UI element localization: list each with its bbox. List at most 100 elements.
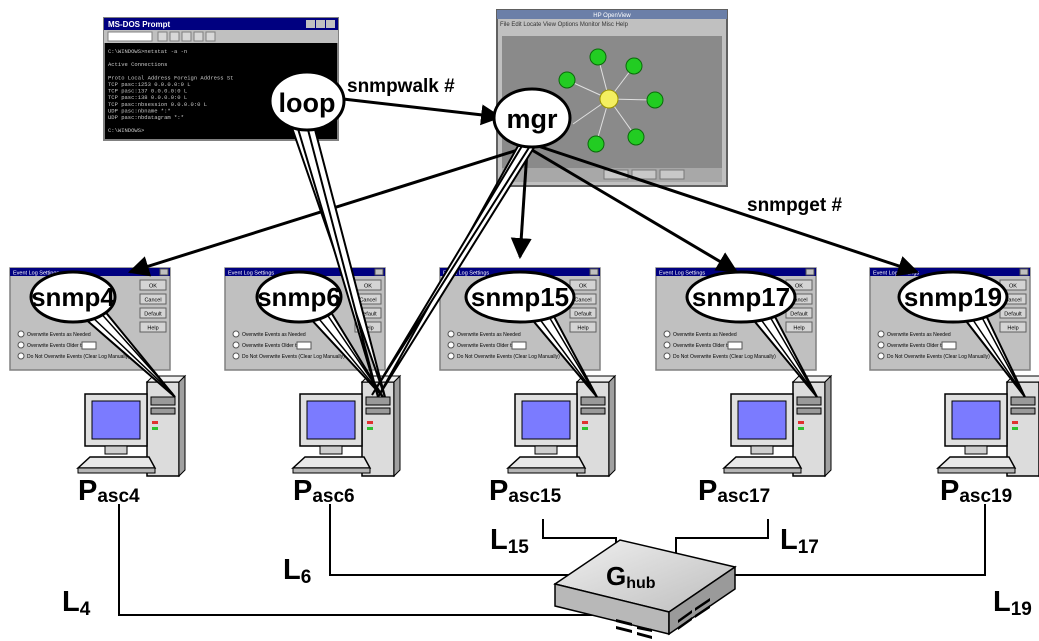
- drive-bay: [365, 396, 391, 406]
- host-label-main: P: [698, 475, 717, 507]
- drive-bay: [1010, 396, 1036, 406]
- mgr-button[interactable]: [659, 169, 685, 180]
- radio-option-label: Overwrite Events as Needed: [27, 332, 91, 338]
- radio-option[interactable]: [232, 341, 240, 349]
- dialog-close-button[interactable]: [159, 268, 169, 276]
- computer: [76, 374, 187, 478]
- days-input[interactable]: [941, 341, 957, 350]
- maximize-button[interactable]: [316, 20, 325, 28]
- link-label-main: L: [490, 524, 508, 556]
- dialog-button-label: Cancel: [359, 298, 376, 304]
- drive-bay: [796, 407, 822, 415]
- dialog-button[interactable]: [569, 279, 597, 291]
- link-label-sub: 15: [508, 537, 530, 558]
- keyboard-front: [723, 467, 802, 474]
- radio-option[interactable]: [663, 341, 671, 349]
- monitor-stand: [319, 445, 343, 455]
- tower-side: [178, 374, 186, 478]
- dialog-close-button[interactable]: [1019, 268, 1029, 276]
- dialog-button[interactable]: [999, 321, 1027, 333]
- radio-option[interactable]: [17, 352, 25, 360]
- radio-option[interactable]: [447, 352, 455, 360]
- radio-option[interactable]: [447, 330, 455, 338]
- mgr-map-center-node[interactable]: [599, 89, 619, 109]
- monitor-screen: [737, 400, 787, 440]
- dialog-button[interactable]: [569, 321, 597, 333]
- dialog-button[interactable]: [785, 321, 813, 333]
- keyboard-front: [937, 467, 1016, 474]
- host-label-main: P: [940, 475, 959, 507]
- link-label: L17: [780, 524, 819, 558]
- link-label: L19: [993, 586, 1032, 620]
- radio-option-label: Overwrite Events as Needed: [673, 332, 737, 338]
- minimize-button[interactable]: [306, 20, 315, 28]
- font-size-select[interactable]: [107, 31, 153, 42]
- dialog-button[interactable]: [139, 307, 167, 319]
- days-input[interactable]: [727, 341, 743, 350]
- dialog-close-button[interactable]: [374, 268, 384, 276]
- radio-option[interactable]: [877, 330, 885, 338]
- radio-option[interactable]: [447, 341, 455, 349]
- close-button[interactable]: [326, 20, 335, 28]
- radio-option[interactable]: [877, 352, 885, 360]
- dialog-button[interactable]: [139, 321, 167, 333]
- agent-label: snmp19: [904, 282, 1002, 312]
- radio-option[interactable]: [17, 330, 25, 338]
- led-red: [798, 421, 804, 424]
- arrow-loop-mgr: [342, 97, 503, 126]
- radio-option[interactable]: [232, 330, 240, 338]
- radio-option[interactable]: [17, 341, 25, 349]
- days-input[interactable]: [81, 341, 97, 350]
- toolbar-button[interactable]: [181, 31, 192, 42]
- dialog-button-label: OK: [579, 284, 587, 290]
- dialog-button[interactable]: [569, 307, 597, 319]
- keyboard: [936, 456, 1017, 469]
- mgr-map-nodes[interactable]: [558, 48, 664, 153]
- drive-bay: [580, 407, 606, 415]
- dialog-button-label: Default: [1004, 312, 1022, 318]
- mgr-menu[interactable]: File Edit Locate View Options Monitor Mi…: [500, 22, 629, 28]
- arrow-mgr-snmp15: [510, 150, 532, 260]
- toolbar-button[interactable]: [157, 31, 168, 42]
- dos-line: TCP pasc:137 0.0.0.0:0 L: [108, 88, 187, 95]
- dialog-button-label: Cancel: [790, 298, 807, 304]
- led-green: [1012, 427, 1018, 430]
- host-label-main: P: [293, 475, 312, 507]
- dialog-button[interactable]: [139, 293, 167, 305]
- radio-option[interactable]: [232, 352, 240, 360]
- radio-option-label: Do Not Overwrite Events (Clear Log Manua…: [673, 354, 776, 360]
- radio-option[interactable]: [663, 352, 671, 360]
- cable-l4: [118, 504, 603, 616]
- dialog-button[interactable]: [999, 307, 1027, 319]
- dos-line: UDP pasc:nbname *:*: [108, 107, 171, 114]
- host-label: Pasc6: [293, 475, 355, 507]
- hub[interactable]: [553, 539, 737, 639]
- hub-ports: [616, 598, 710, 639]
- mgr-title: HP OpenView: [593, 13, 631, 19]
- dialog-button-label: Help: [1007, 326, 1018, 332]
- host-label-sub: asc17: [717, 486, 770, 507]
- dos-line: Active Connections: [108, 61, 167, 68]
- dialog-close-button[interactable]: [589, 268, 599, 276]
- drive-bay: [796, 396, 822, 406]
- toolbar-button[interactable]: [169, 31, 180, 42]
- tower-side: [824, 374, 832, 478]
- radio-option[interactable]: [663, 330, 671, 338]
- toolbar-button[interactable]: [205, 31, 216, 42]
- radio-option[interactable]: [877, 341, 885, 349]
- dialog-button[interactable]: [139, 279, 167, 291]
- dialog-button[interactable]: [785, 307, 813, 319]
- agent-label: snmp15: [471, 282, 569, 312]
- days-input[interactable]: [296, 341, 312, 350]
- days-input[interactable]: [511, 341, 527, 350]
- monitor-stand: [534, 445, 558, 455]
- toolbar-button[interactable]: [193, 31, 204, 42]
- link-label-sub: 6: [301, 567, 312, 588]
- dialog-titlebar: [10, 268, 170, 276]
- agent-callout: snmp17: [685, 270, 818, 398]
- dialog-close-button[interactable]: [805, 268, 815, 276]
- mgr-button[interactable]: [631, 169, 657, 180]
- callout-bubble: [29, 270, 117, 324]
- link-label-sub: 17: [798, 537, 819, 558]
